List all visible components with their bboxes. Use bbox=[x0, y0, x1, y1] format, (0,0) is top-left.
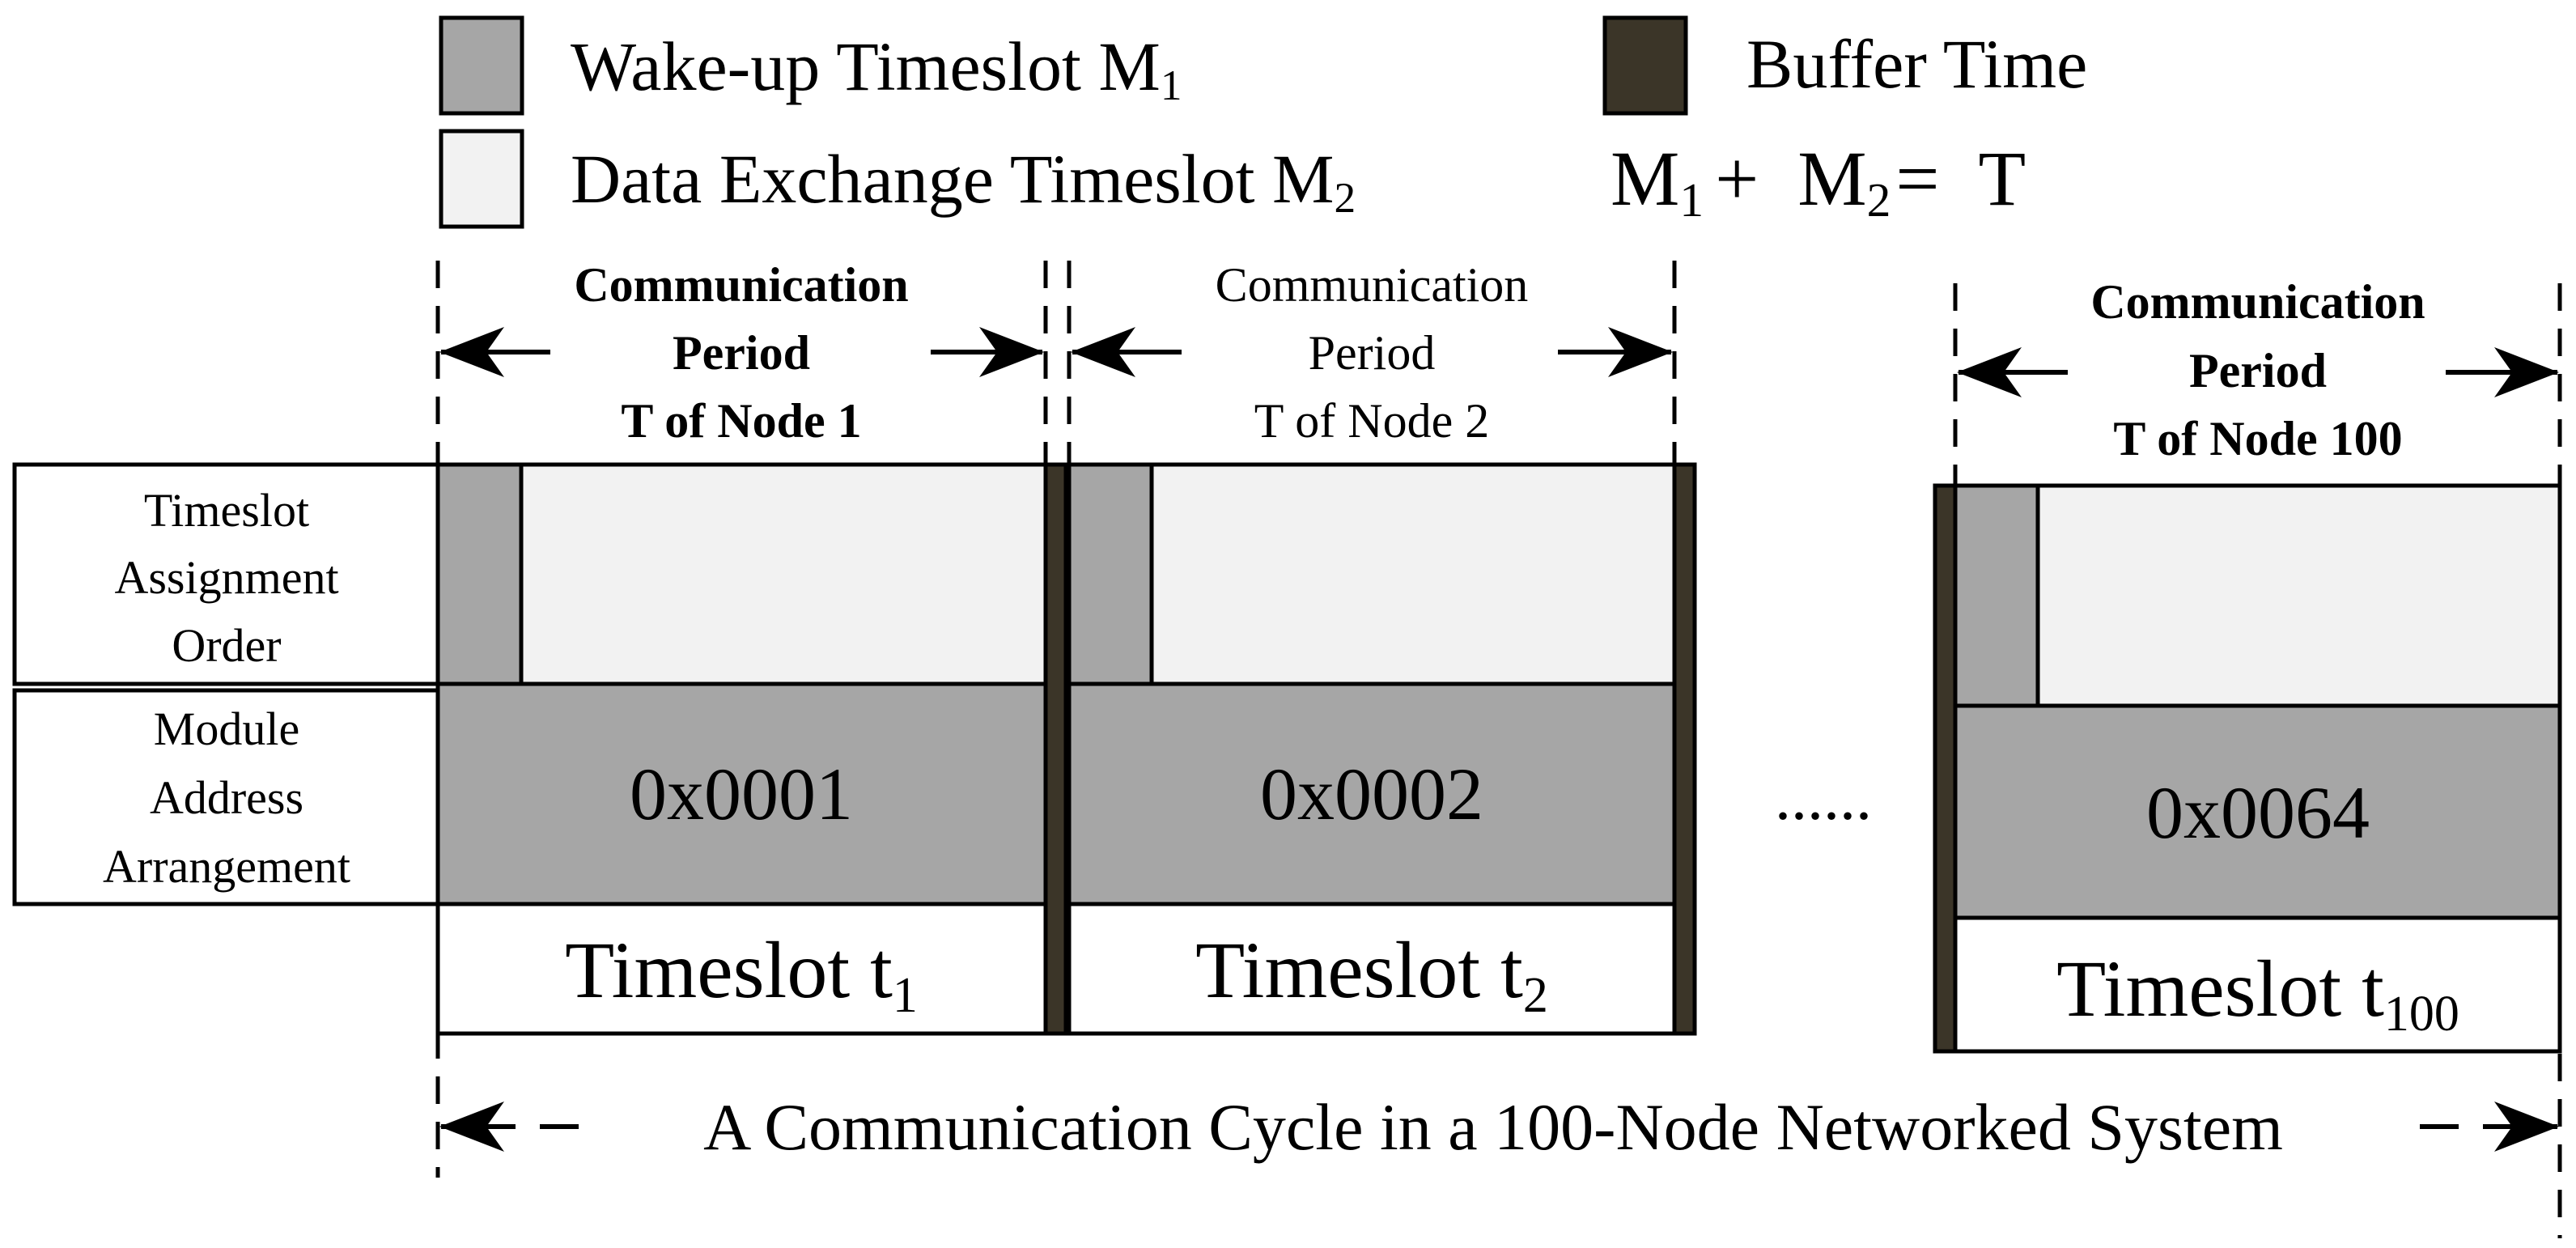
formula-m1-sub: 1 bbox=[1679, 173, 1704, 227]
period-node-100-line-1: Communication bbox=[2090, 275, 2425, 329]
period-node-1-line-2: Period bbox=[673, 326, 810, 380]
node-2-data-exchange-slot bbox=[1149, 462, 1677, 686]
node-1-buffer bbox=[1043, 462, 1068, 1036]
period-node-100-line-2: Period bbox=[2189, 344, 2327, 397]
legend-label-data-exchange-text: Data Exchange Timeslot M bbox=[571, 140, 1335, 218]
row-label-box-module-address bbox=[12, 688, 440, 906]
row-label-timeslot-assignment-1: Timeslot bbox=[144, 484, 309, 537]
row-labels: Timeslot Assignment Order Module Address… bbox=[12, 462, 440, 906]
formula-m2-sub: 2 bbox=[1867, 173, 1891, 227]
node-1-timeslot-text: Timeslot t bbox=[565, 925, 893, 1015]
node-100-block: 0x0064 Timeslot t100 bbox=[1933, 483, 2562, 1054]
legend-swatch-wake-up bbox=[439, 15, 524, 116]
node-2-timeslot-label: Timeslot t2 bbox=[1195, 925, 1548, 1023]
row-label-timeslot-assignment-2: Assignment bbox=[114, 551, 338, 604]
node-2-block: 0x0002 Timeslot t2 bbox=[1067, 462, 1697, 1036]
legend-label-wake-up: Wake-up Timeslot M1 bbox=[571, 28, 1182, 109]
formula-rhs: T bbox=[1979, 135, 2026, 222]
row-label-timeslot-assignment-3: Order bbox=[172, 619, 281, 672]
period-node-100: Communication Period T of Node 100 bbox=[1957, 275, 2559, 465]
node-1-block: 0x0001 Timeslot t1 bbox=[435, 462, 1068, 1036]
node-1-wake-up-slot bbox=[435, 462, 524, 686]
communication-cycle: A Communication Cycle in a 100-Node Netw… bbox=[439, 1090, 2559, 1164]
node-100-timeslot-label: Timeslot t100 bbox=[2056, 944, 2459, 1042]
node-100-buffer bbox=[1933, 483, 1958, 1054]
node-2-timeslot-sub: 2 bbox=[1523, 968, 1548, 1023]
period-node-1: Communication Period T of Node 1 bbox=[439, 258, 1044, 448]
legend-label-wake-up-sub: 1 bbox=[1161, 61, 1182, 109]
formula-m2: M bbox=[1797, 135, 1866, 222]
node-2-timeslot-cell bbox=[1067, 902, 1677, 1036]
row-label-module-address-1: Module bbox=[154, 703, 299, 755]
node-1-timeslot-label: Timeslot t1 bbox=[565, 925, 918, 1023]
period-node-2-line-2: Period bbox=[1309, 326, 1436, 380]
period-node-1-line-3: T of Node 1 bbox=[621, 394, 861, 448]
row-label-module-address-2: Address bbox=[150, 771, 303, 824]
node-100-data-exchange-slot bbox=[2035, 483, 2562, 708]
legend-formula: M1+M2=T bbox=[1611, 135, 2026, 227]
node-2-buffer bbox=[1672, 462, 1697, 1036]
period-node-2-line-3: T of Node 2 bbox=[1254, 394, 1490, 448]
legend-label-data-exchange-sub: 2 bbox=[1335, 173, 1356, 222]
legend-label-wake-up-text: Wake-up Timeslot M bbox=[571, 28, 1161, 105]
period-node-100-line-3: T of Node 100 bbox=[2113, 412, 2402, 465]
period-node-2: Communication Period T of Node 2 bbox=[1071, 258, 1673, 448]
node-1-timeslot-sub: 1 bbox=[893, 968, 918, 1023]
node-1-timeslot-cell bbox=[435, 902, 1048, 1036]
node-1-data-exchange-slot bbox=[519, 462, 1048, 686]
formula-plus: + bbox=[1715, 135, 1759, 222]
cycle-label: A Communication Cycle in a 100-Node Netw… bbox=[703, 1090, 2283, 1164]
node-2-timeslot-text: Timeslot t bbox=[1195, 925, 1523, 1015]
node-1-address: 0x0001 bbox=[630, 753, 853, 835]
row-label-module-address-3: Arrangement bbox=[103, 840, 350, 893]
formula-equals: = bbox=[1895, 135, 1939, 222]
ellipsis: ...... bbox=[1775, 762, 1872, 834]
period-node-2-line-1: Communication bbox=[1216, 258, 1529, 312]
node-100-address: 0x0064 bbox=[2146, 771, 2370, 854]
node-2-wake-up-slot bbox=[1067, 462, 1154, 686]
node-100-timeslot-text: Timeslot t bbox=[2056, 944, 2384, 1034]
node-2-address: 0x0002 bbox=[1260, 753, 1483, 835]
legend-swatch-buffer bbox=[1602, 15, 1688, 116]
legend-label-data-exchange: Data Exchange Timeslot M2 bbox=[571, 140, 1356, 222]
node-100-wake-up-slot bbox=[1953, 483, 2040, 708]
legend: Wake-up Timeslot M1 Data Exchange Timesl… bbox=[439, 15, 2087, 229]
formula-m1: M bbox=[1611, 135, 1679, 222]
node-100-timeslot-sub: 100 bbox=[2384, 987, 2459, 1042]
legend-swatch-data-exchange bbox=[439, 129, 524, 229]
node-100-timeslot-cell bbox=[1953, 915, 2562, 1054]
node-100-address-cell bbox=[1953, 703, 2562, 920]
legend-label-buffer: Buffer Time bbox=[1746, 25, 2087, 103]
period-node-1-line-1: Communication bbox=[574, 258, 908, 312]
